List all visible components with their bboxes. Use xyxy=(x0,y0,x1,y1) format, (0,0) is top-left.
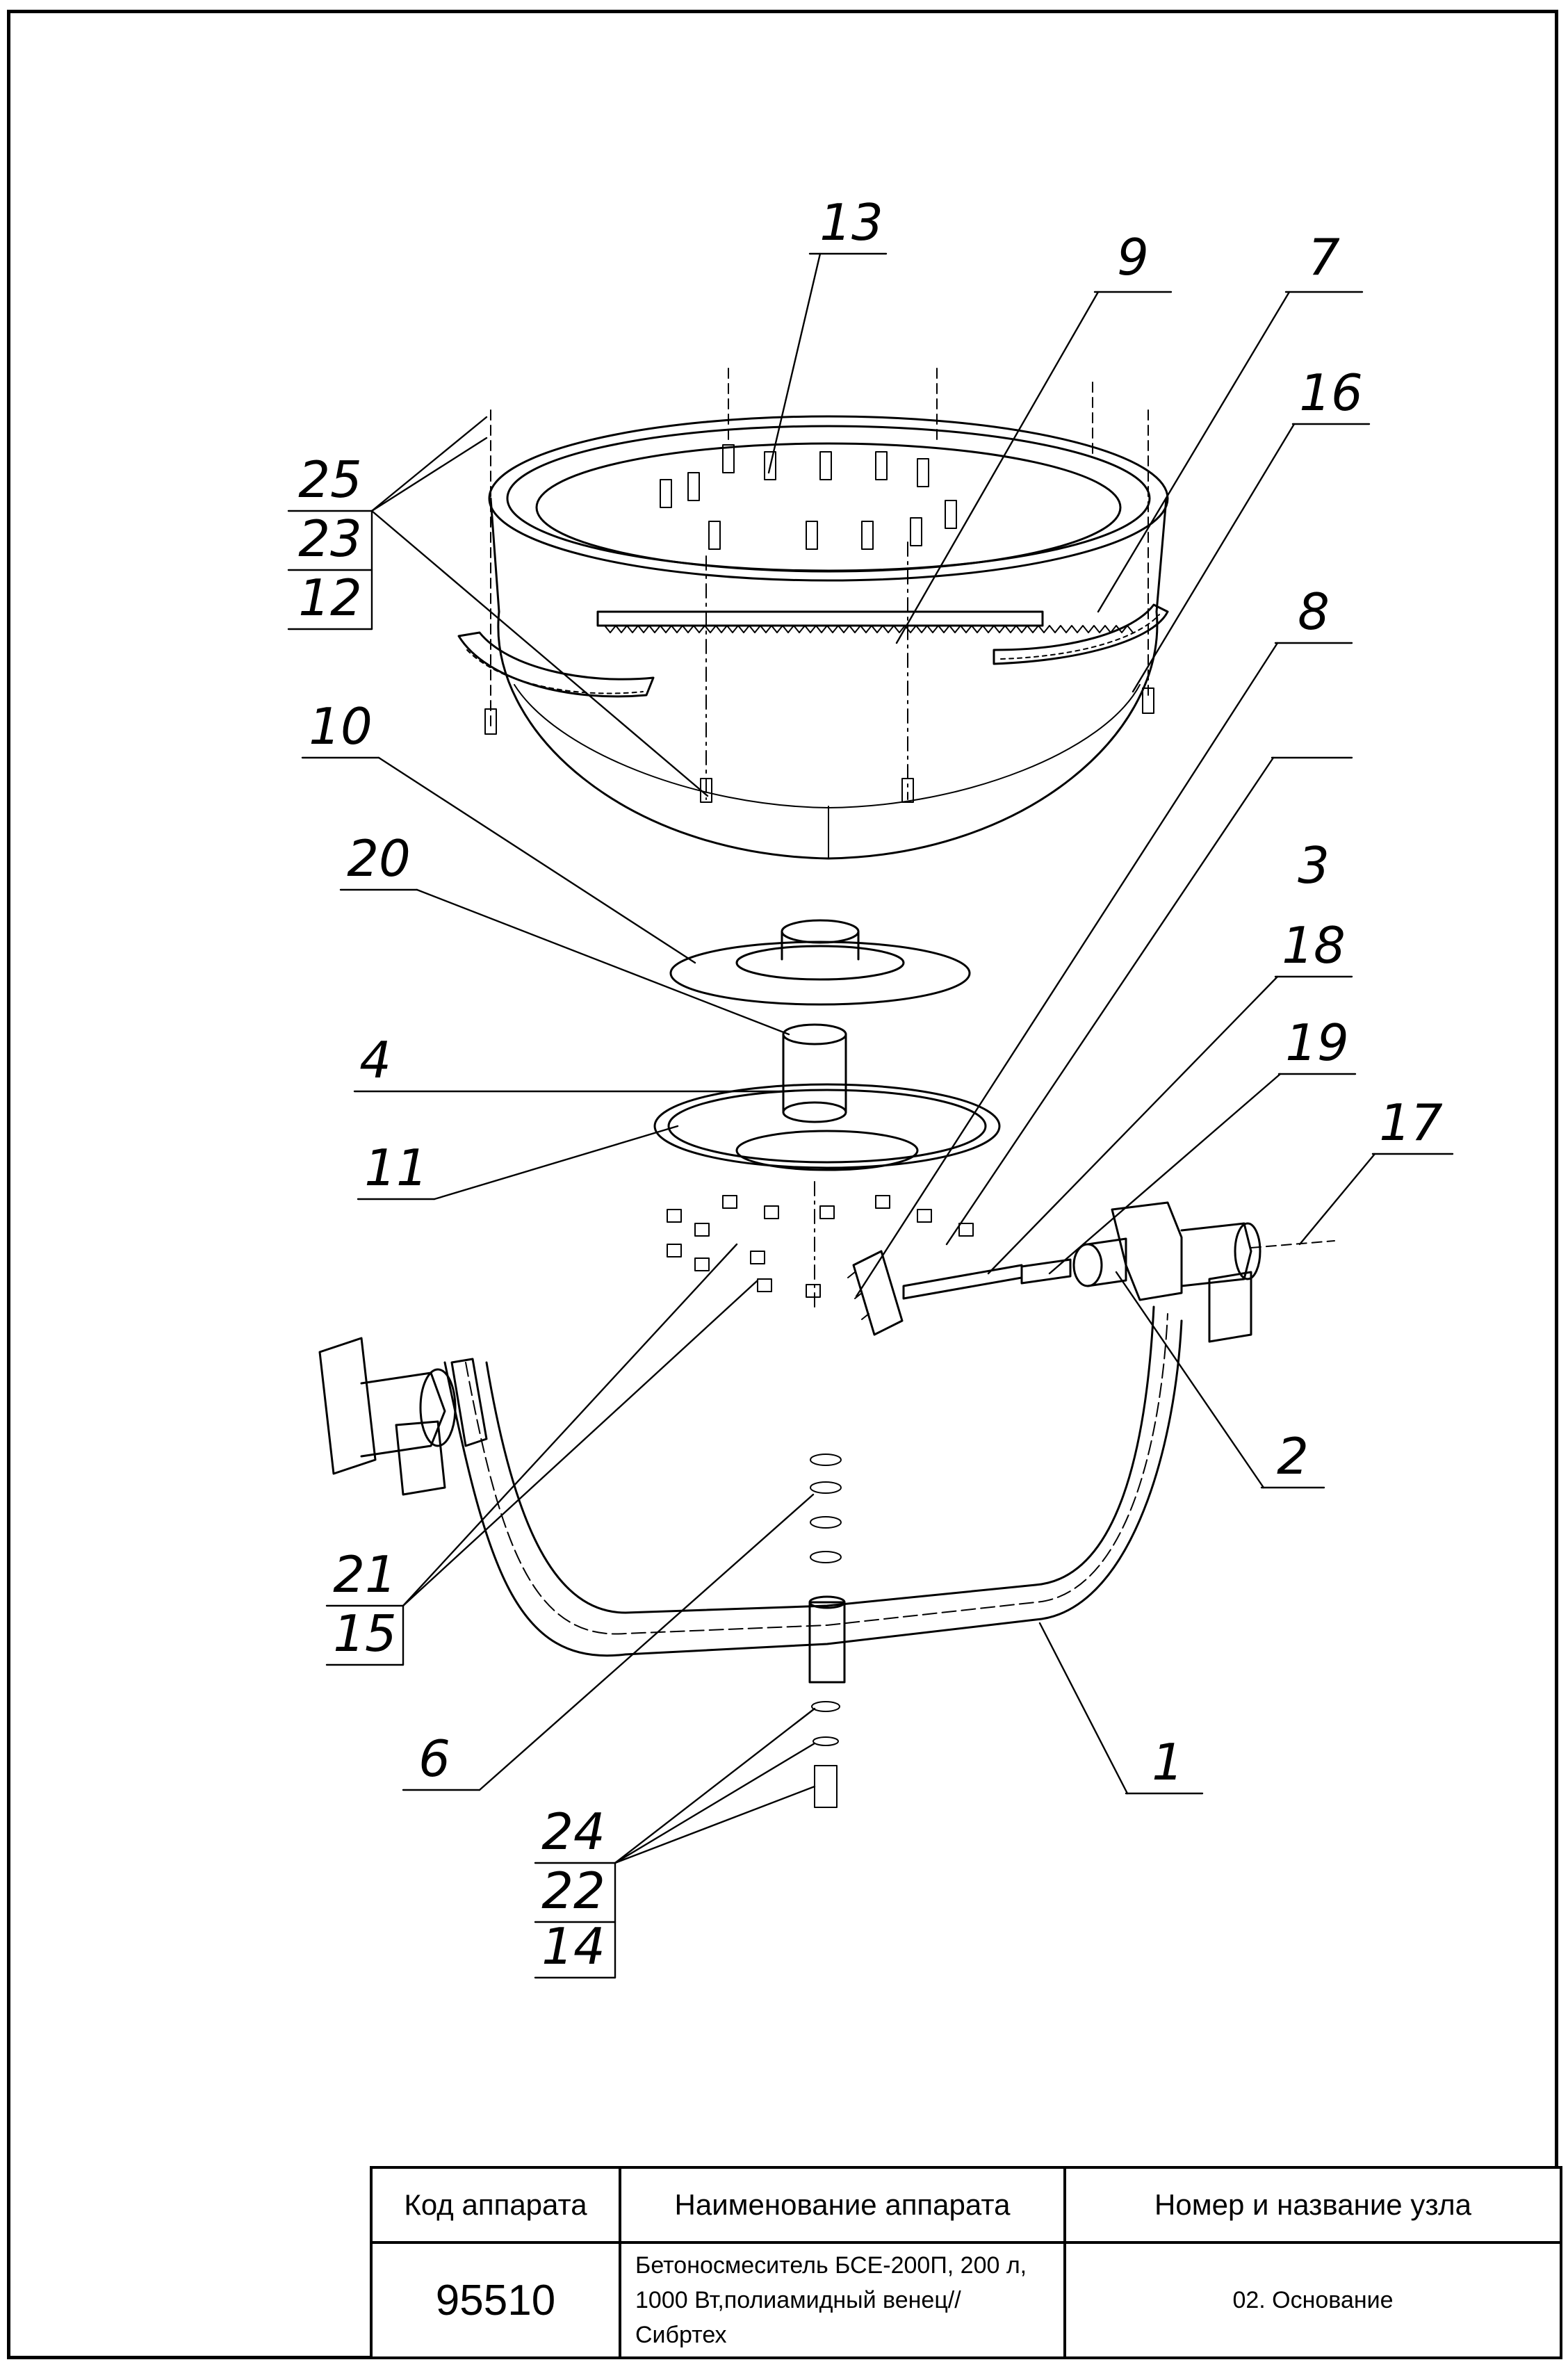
callout-23: 23 xyxy=(298,510,362,568)
right-bearing-bracket xyxy=(1111,1201,1335,1343)
callout-10: 10 xyxy=(309,697,373,756)
node-name: 02. Основание xyxy=(1063,2241,1562,2359)
ring-gear xyxy=(457,603,1169,698)
callout-4: 4 xyxy=(359,1031,391,1089)
shaft-and-lower-flange xyxy=(653,1023,1001,1308)
callout-labels: 13 9 7 16 25 23 12 8 10 20 3 18 19 17 4 … xyxy=(298,193,1443,1976)
callout-1: 1 xyxy=(1152,1733,1184,1791)
pinion-and-drive-shaft xyxy=(847,1237,1127,1336)
callout-11: 11 xyxy=(364,1139,428,1197)
callout-3: 3 xyxy=(1298,836,1330,895)
callout-7: 7 xyxy=(1308,228,1340,286)
apparatus-code: 95510 xyxy=(370,2241,621,2359)
title-block: Код аппарата Наименование аппарата Номер… xyxy=(370,2166,1562,2359)
leader-lines xyxy=(287,252,1454,1979)
callout-12: 12 xyxy=(298,569,362,627)
apparatus-name-line-2: 1000 Вт,полиамидный венец// xyxy=(635,2287,961,2313)
callout-8: 8 xyxy=(1298,583,1330,641)
callout-19: 19 xyxy=(1285,1013,1349,1072)
callout-9: 9 xyxy=(1117,228,1149,286)
washer-stacks xyxy=(810,1454,842,1808)
callout-24: 24 xyxy=(541,1802,605,1861)
callout-21: 21 xyxy=(333,1545,397,1604)
callout-18: 18 xyxy=(1282,916,1346,975)
upper-flange xyxy=(669,919,971,1006)
mixing-drum xyxy=(488,415,1169,860)
header-code: Код аппарата xyxy=(370,2166,621,2244)
callout-14: 14 xyxy=(541,1917,605,1976)
callout-15: 15 xyxy=(333,1604,397,1663)
callout-17: 17 xyxy=(1379,1093,1443,1152)
callout-6: 6 xyxy=(418,1729,450,1788)
apparatus-name: Бетоносмеситель БСЕ-200П, 200 л, 1000 Вт… xyxy=(619,2241,1066,2359)
header-name: Наименование аппарата xyxy=(619,2166,1066,2244)
callout-22: 22 xyxy=(541,1862,605,1920)
callout-13: 13 xyxy=(819,193,883,252)
callout-25: 25 xyxy=(298,450,362,509)
callout-2: 2 xyxy=(1277,1427,1309,1485)
drum-bolts xyxy=(484,368,1154,803)
apparatus-name-line-3: Сибртех xyxy=(635,2322,727,2348)
flange-nuts xyxy=(667,1195,974,1298)
left-bearing-bracket xyxy=(318,1337,488,1496)
apparatus-name-line-1: Бетоносмеситель БСЕ-200П, 200 л, xyxy=(635,2252,1027,2279)
callout-20: 20 xyxy=(347,829,411,888)
callout-16: 16 xyxy=(1299,364,1363,422)
header-node: Номер и название узла xyxy=(1063,2166,1562,2244)
tube-frame xyxy=(443,1305,1183,1684)
